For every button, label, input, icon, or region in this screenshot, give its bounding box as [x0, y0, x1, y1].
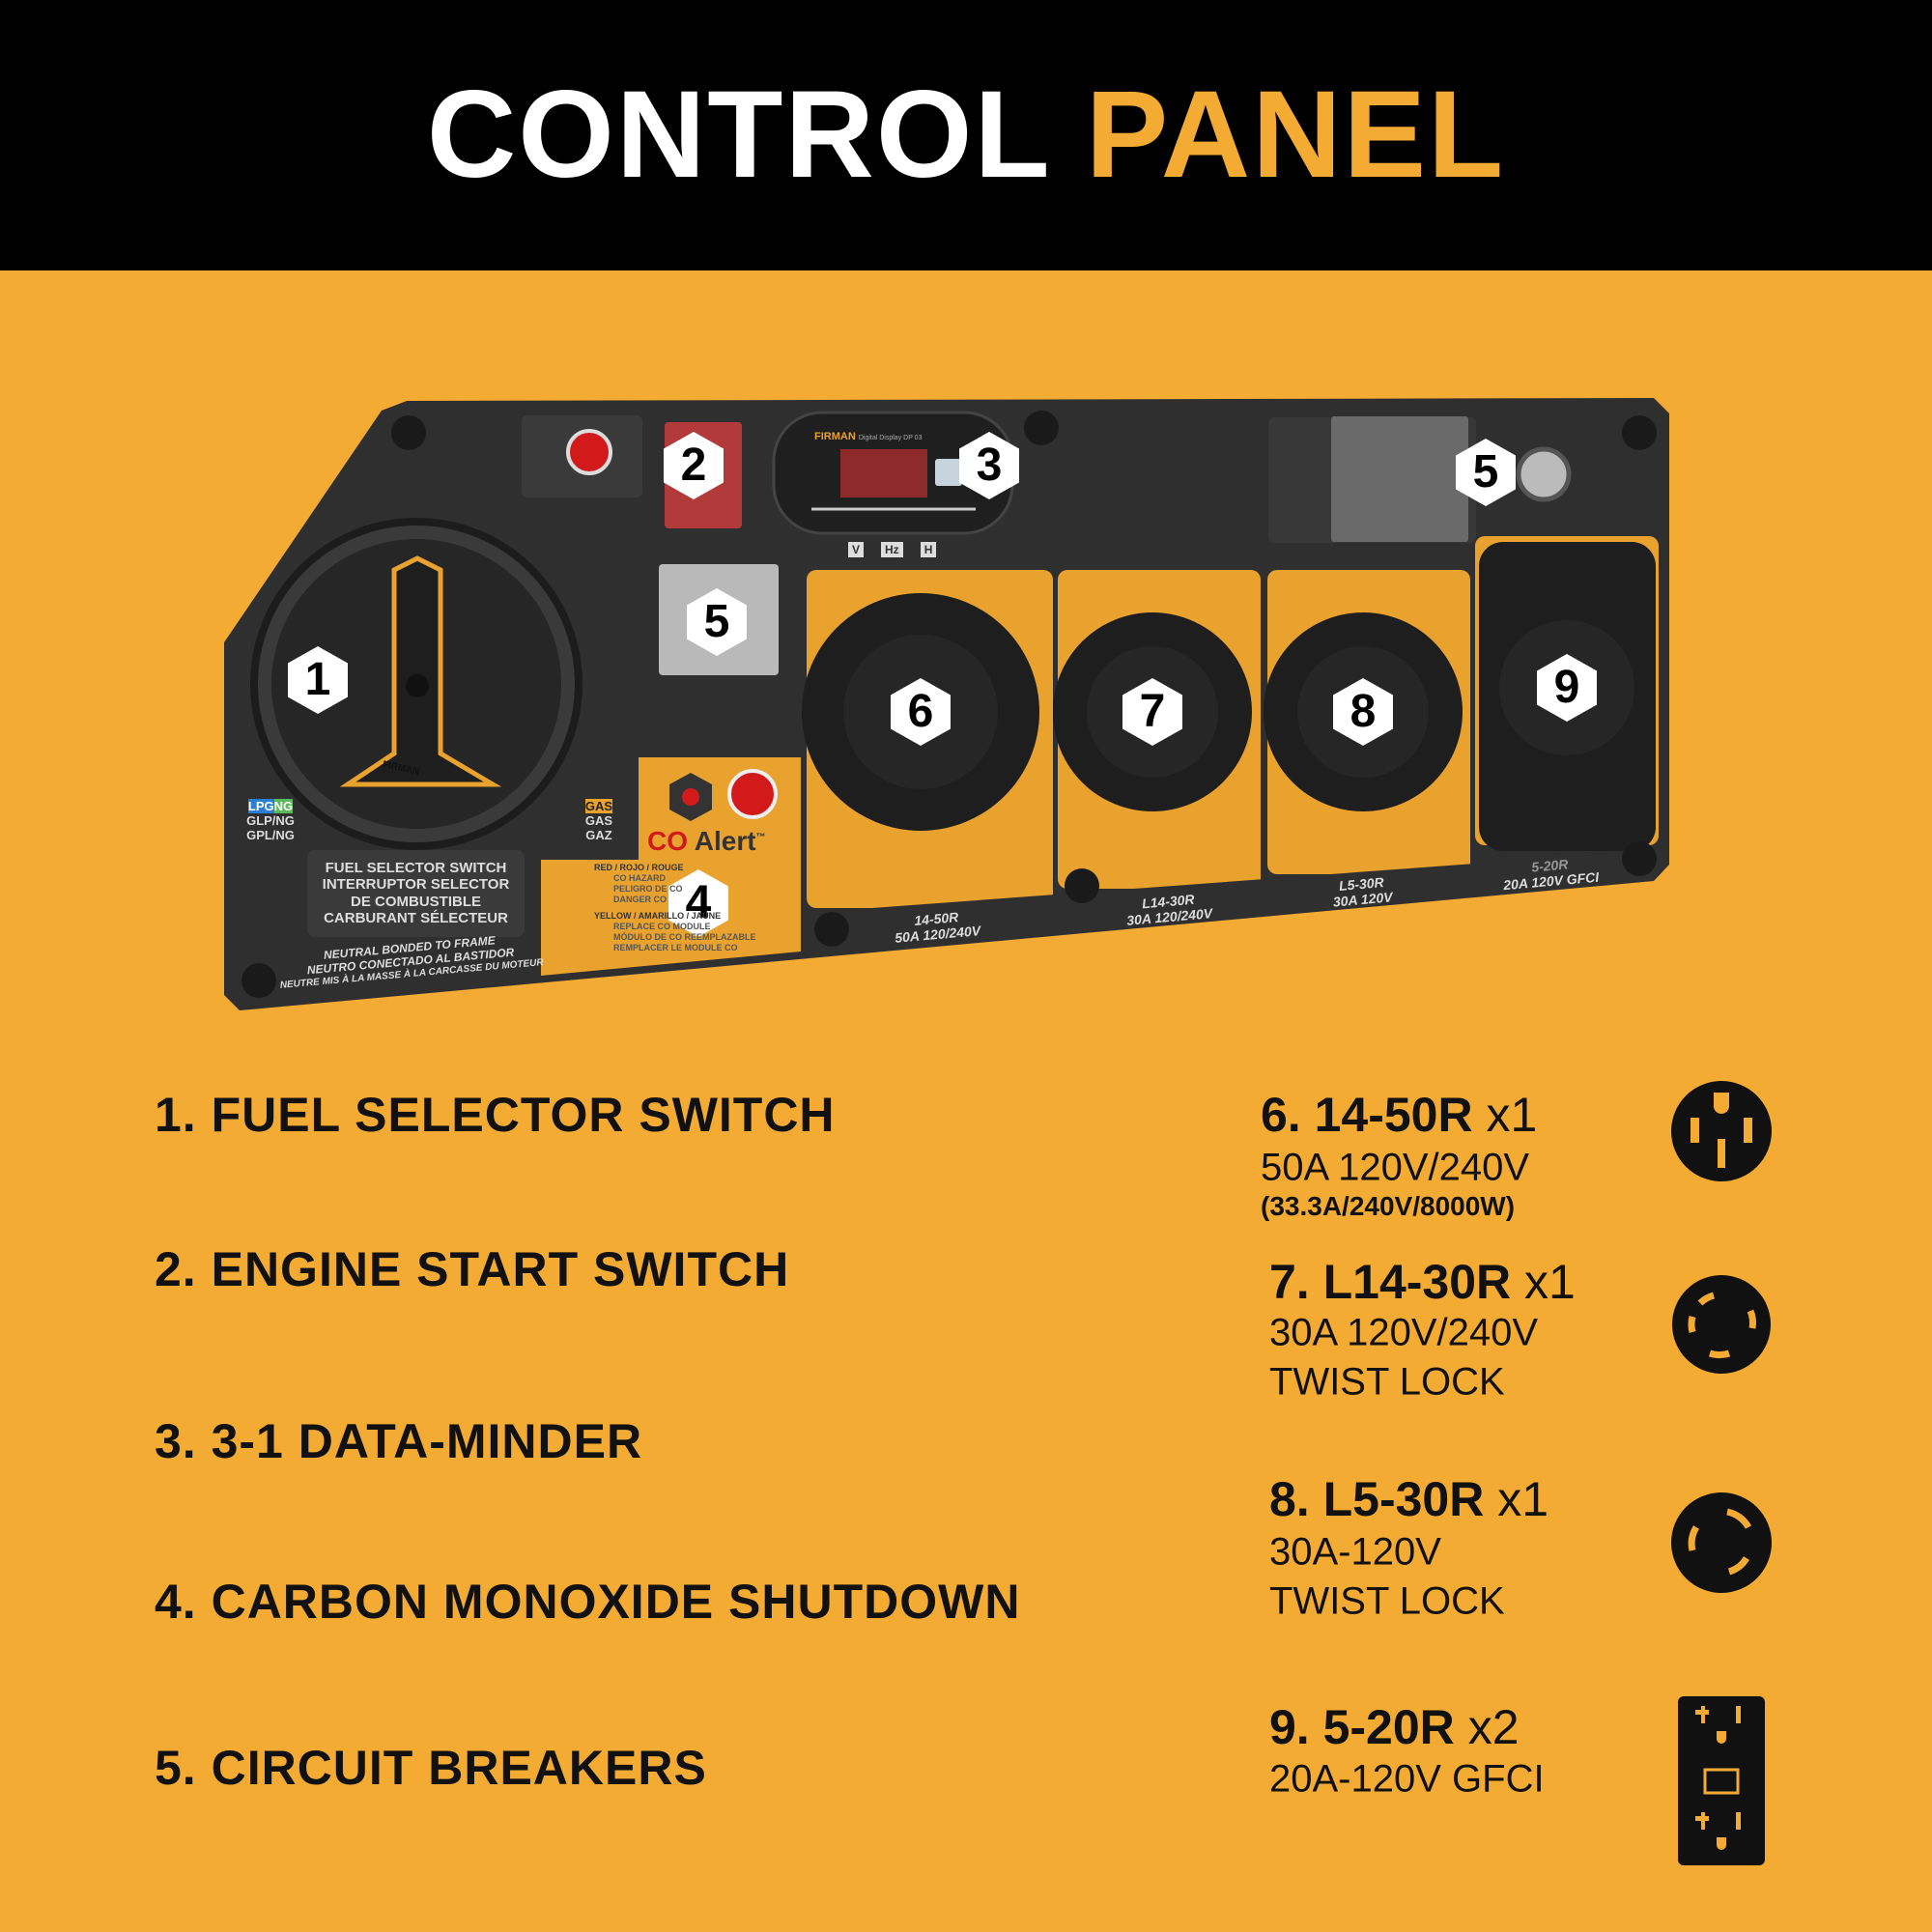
feature-7-rating: 30A 120V/240V — [1269, 1311, 1539, 1354]
nema-l14-30-icon — [1672, 1275, 1771, 1374]
feature-8-title: 8. L5-30R x1 — [1269, 1472, 1549, 1526]
badge-8: 8 — [1333, 678, 1393, 746]
feature-8-type: TWIST LOCK — [1269, 1579, 1505, 1623]
light-button — [566, 429, 612, 475]
gfci-duplex-icon — [1678, 1696, 1765, 1865]
circuit-breaker-right — [1331, 416, 1468, 542]
co-alert-light — [727, 769, 778, 819]
feature-9-title: 9. 5-20R x2 — [1269, 1700, 1520, 1754]
feature-9-rating: 20A-120V GFCI — [1269, 1757, 1545, 1801]
feature-6-note: (33.3A/240V/8000W) — [1261, 1191, 1516, 1221]
fuel-knob-handle — [339, 555, 502, 787]
badge-5-right: 5 — [1456, 439, 1516, 506]
page-title: CONTROL PANEL — [0, 68, 1932, 203]
data-minder-screen — [840, 449, 927, 497]
feature-3: 3. 3-1 DATA-MINDER — [155, 1414, 643, 1468]
feature-8-rating: 30A-120V — [1269, 1530, 1441, 1574]
reset-button — [1516, 446, 1572, 502]
badge-7: 7 — [1122, 678, 1182, 746]
data-minder-modes: V Hz H — [848, 542, 937, 557]
title-word-1: CONTROL — [426, 66, 1050, 204]
feature-1: 1. FUEL SELECTOR SWITCH — [155, 1088, 836, 1142]
header-bar — [0, 0, 1932, 270]
badge-6: 6 — [891, 678, 951, 746]
feature-7-type: TWIST LOCK — [1269, 1360, 1505, 1404]
mode-hz: Hz — [881, 542, 903, 557]
feature-2: 2. ENGINE START SWITCH — [155, 1242, 790, 1296]
badge-1: 1 — [288, 646, 348, 714]
nema-14-50-icon — [1671, 1081, 1772, 1181]
title-word-2: PANEL — [1085, 66, 1506, 204]
panel-screws — [242, 411, 1657, 998]
badge-9: 9 — [1537, 654, 1597, 722]
nema-l5-30-icon — [1671, 1492, 1772, 1593]
fuel-text-box — [307, 850, 525, 937]
feature-6-title: 6. 14-50R x1 — [1261, 1088, 1538, 1142]
feature-4: 4. CARBON MONOXIDE SHUTDOWN — [155, 1575, 1021, 1629]
feature-6-rating: 50A 120V/240V — [1261, 1146, 1530, 1189]
co-yellow-legend: YELLOW / AMARILLO / JAUNE REPLACE CO MOD… — [594, 911, 756, 952]
mode-hours: H — [920, 542, 937, 557]
outlet-label-strip — [807, 850, 1658, 956]
mode-volts: V — [848, 542, 865, 557]
feature-5: 5. CIRCUIT BREAKERS — [155, 1741, 707, 1795]
badge-4: 4 — [668, 869, 728, 937]
co-alert-title: CO Alert™ — [647, 826, 766, 856]
feature-7-title: 7. L14-30R x1 — [1269, 1255, 1576, 1309]
data-minder-brand: FIRMAN Digital Display DP 03 — [814, 431, 923, 442]
badge-5-left: 5 — [687, 588, 747, 656]
